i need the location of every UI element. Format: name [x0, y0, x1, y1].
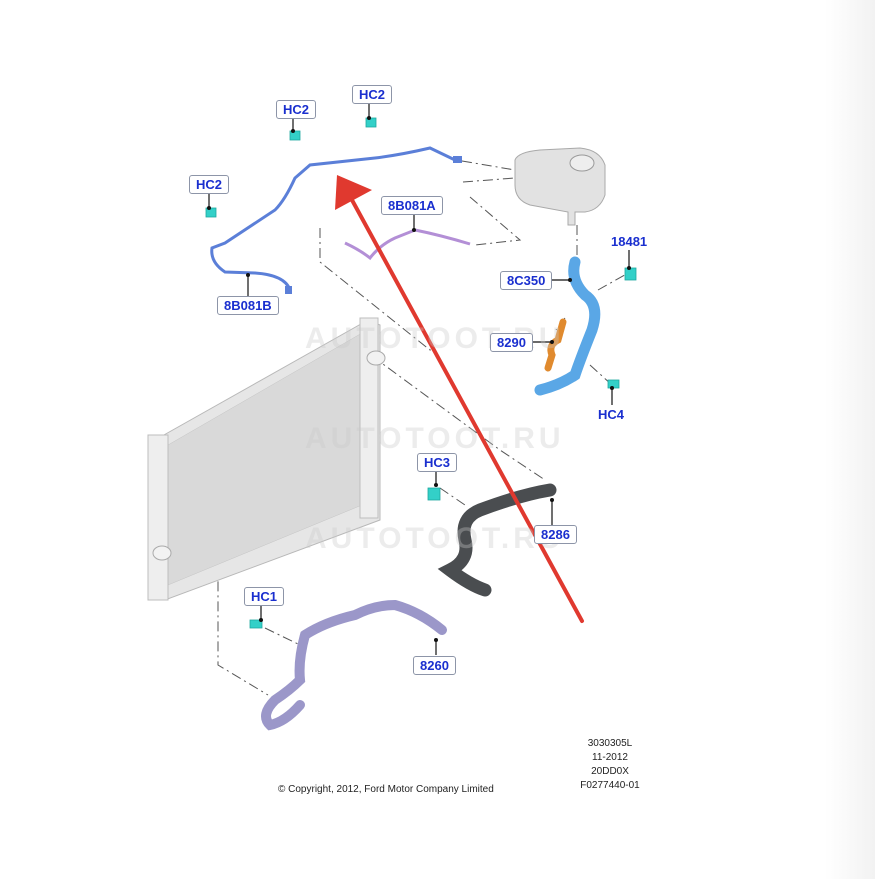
- clip-hc2: [205, 207, 217, 218]
- callout-8b081b[interactable]: 8B081B: [217, 296, 279, 315]
- hose-8286: [437, 483, 557, 597]
- clip-hc2: [289, 130, 301, 141]
- leader-line: [371, 355, 546, 481]
- hose-connector: [285, 286, 292, 294]
- clip-hc2: [365, 117, 377, 128]
- callout-8260[interactable]: 8260: [413, 656, 456, 675]
- leader-line: [319, 228, 431, 352]
- leader-line: [264, 627, 301, 646]
- callout-hc2-left[interactable]: HC2: [189, 175, 230, 194]
- edge-shade: [825, 0, 875, 879]
- callout-8286[interactable]: 8286: [534, 525, 577, 544]
- clip-hc3: [427, 487, 441, 501]
- expansion-tank: [514, 147, 606, 226]
- clip-hc1: [249, 619, 263, 629]
- callout-hc1[interactable]: HC1: [244, 587, 285, 606]
- leader-line: [462, 177, 516, 183]
- callout-hc2-right[interactable]: HC2: [352, 85, 393, 104]
- drawing-number: 3030305L: [587, 738, 633, 749]
- hose-8b081b: [210, 146, 456, 291]
- clip-18481: [624, 267, 637, 281]
- callout-hc2-mid[interactable]: HC2: [276, 100, 317, 119]
- callout-8c350[interactable]: 8C350: [500, 271, 553, 290]
- drawing-metadata: 3030305L 11-2012 20DD0X F0277440-01: [570, 737, 650, 793]
- leader-line: [469, 196, 522, 246]
- hose-8260: [261, 599, 447, 731]
- clips: [205, 117, 637, 629]
- drawing-date: 11-2012: [592, 752, 628, 763]
- leader-line: [461, 160, 516, 171]
- radiator: [147, 317, 386, 601]
- part-8290: [544, 318, 567, 372]
- copyright-notice: © Copyright, 2012, Ford Motor Company Li…: [278, 784, 494, 795]
- leader-line: [439, 487, 466, 506]
- drawing-code: 20DD0X: [591, 766, 629, 777]
- hose-connector: [453, 156, 462, 163]
- callout-hc3[interactable]: HC3: [417, 453, 458, 472]
- red-arrow-annotation: [335, 175, 584, 623]
- callout-18481[interactable]: 18481: [611, 234, 648, 249]
- callout-8290[interactable]: 8290: [490, 333, 533, 352]
- drawing-reference: F0277440-01: [580, 780, 640, 791]
- hose-8b081a: [344, 228, 471, 261]
- callout-8b081a[interactable]: 8B081A: [381, 196, 443, 215]
- callout-hc4[interactable]: HC4: [598, 407, 625, 422]
- leader-line: [597, 271, 631, 291]
- hose-8c350: [534, 256, 601, 396]
- callout-dots: [207, 116, 631, 642]
